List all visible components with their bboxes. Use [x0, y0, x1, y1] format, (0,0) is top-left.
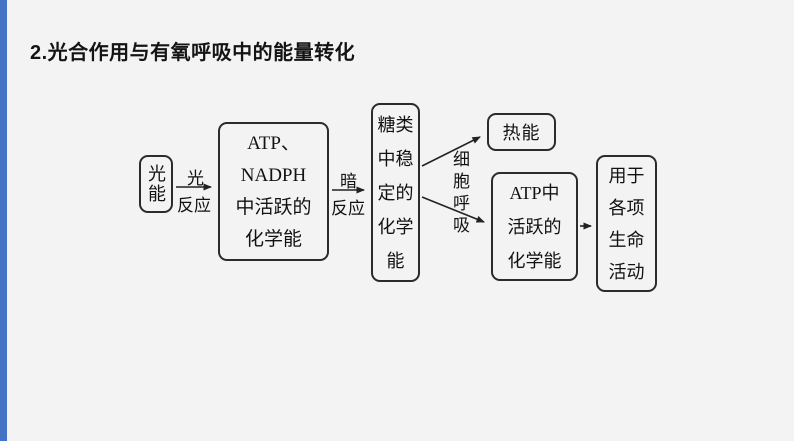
sugar-line: 定的	[377, 182, 414, 203]
cell-respiration-label: 细胞呼吸	[450, 150, 469, 238]
atp-active-energy-box: ATP中 活跃的 化学能	[491, 172, 578, 281]
usage-line: 各项	[608, 197, 645, 218]
atp-nadph-box: ATP、 NADPH 中活跃的 化学能	[218, 122, 329, 261]
atp-active-energy-text: ATP中 活跃的 化学能	[508, 176, 562, 278]
light-reaction-label-bottom: 反应	[177, 196, 211, 215]
atp-nadph-line: NADPH	[240, 164, 307, 186]
bottom-margin	[0, 441, 794, 447]
usage-line: 生命	[608, 229, 645, 250]
dark-reaction-label-bottom: 反应	[331, 199, 365, 218]
dark-reaction-label-top: 暗	[340, 172, 357, 191]
light-reaction-label-top: 光	[187, 169, 204, 188]
usage-line: 活动	[608, 261, 645, 282]
atp-nadph-text: ATP、 NADPH 中活跃的 化学能	[235, 128, 311, 256]
atp-nadph-line: 化学能	[244, 228, 302, 250]
slide-title: 2.光合作用与有氧呼吸中的能量转化	[30, 42, 356, 64]
life-activity-box: 用于 各项 生命 活动	[596, 155, 657, 292]
atp-nadph-line: 中活跃的	[235, 196, 312, 218]
atp-active-line: 活跃的	[507, 216, 562, 237]
sugar-stable-energy-text: 糖类 中稳 定的 化学 能	[378, 108, 414, 278]
sugar-line: 能	[386, 250, 405, 271]
heat-energy-box: 热能	[487, 113, 556, 151]
light-energy-box: 光能	[139, 155, 173, 213]
sugar-line: 化学	[377, 216, 414, 237]
atp-nadph-line: ATP、	[247, 132, 300, 154]
atp-active-line: ATP中	[509, 182, 560, 203]
atp-active-line: 化学能	[507, 250, 562, 271]
left-accent-bar	[0, 0, 7, 441]
sugar-stable-energy-box: 糖类 中稳 定的 化学 能	[371, 103, 420, 282]
sugar-line: 中稳	[377, 148, 414, 169]
sugar-line: 糖类	[377, 114, 414, 135]
life-activity-text: 用于 各项 生命 活动	[609, 160, 645, 288]
usage-line: 用于	[608, 165, 645, 186]
